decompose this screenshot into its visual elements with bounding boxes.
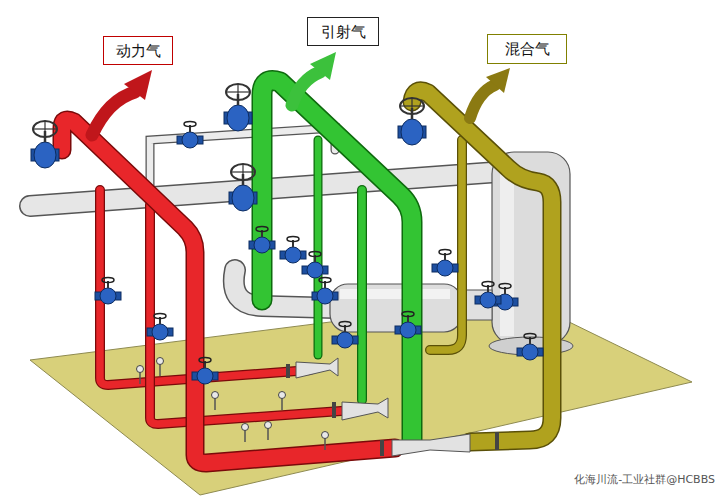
label-box: 引射气 bbox=[307, 17, 379, 46]
box-text: 引射气 bbox=[321, 23, 366, 41]
box-text: 动力气 bbox=[116, 42, 161, 60]
box-text: 混合气 bbox=[505, 40, 550, 58]
watermark: 化海川流-工业社群@HCBBS bbox=[574, 472, 715, 487]
label-box: 混合气 bbox=[487, 34, 567, 64]
label-box: 动力气 bbox=[103, 36, 173, 65]
